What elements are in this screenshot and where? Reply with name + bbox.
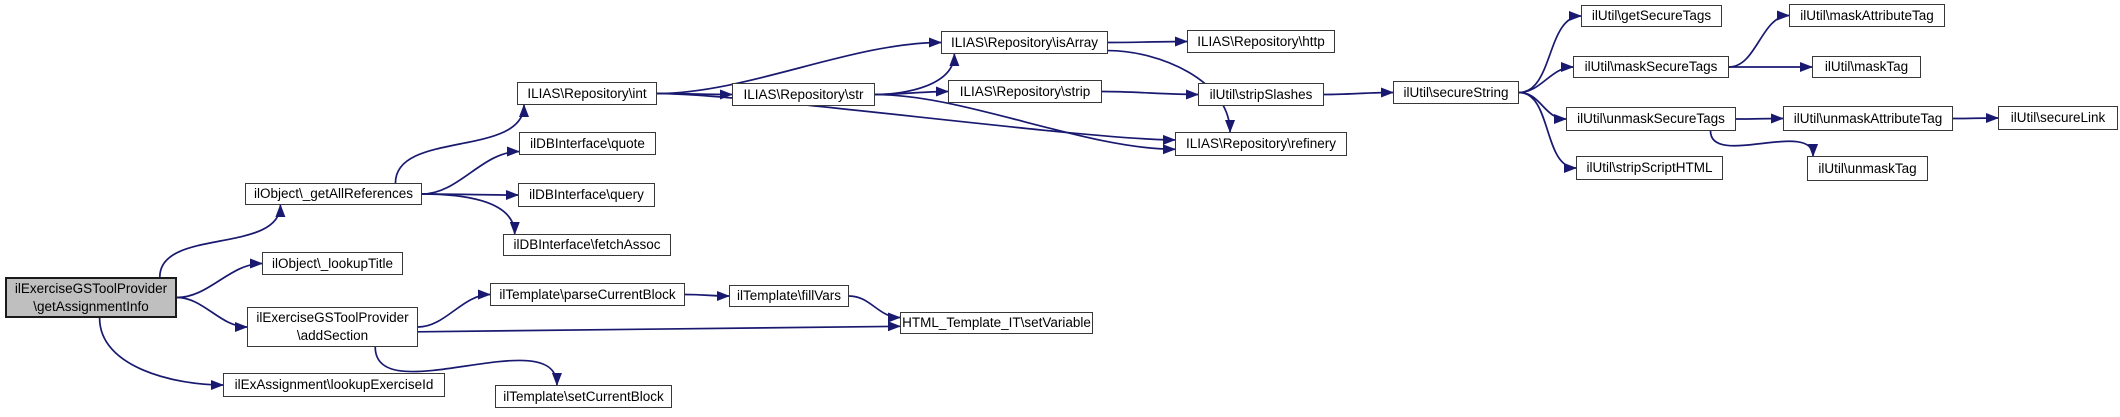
edge-secureString-maskSecureTags [1518,62,1574,94]
graph-node-label: ilUtil\maskAttributeTag [1800,7,1934,23]
graph-node-label: ilUtil\secureLink [2010,110,2106,126]
graph-node-label: ilDBInterface\fetchAssoc [513,237,661,253]
edge-addSection-setCurrentBlock [374,346,562,386]
graph-node-unmaskTag[interactable]: ilUtil\unmaskTag [1807,156,1928,181]
edge-isArray-http [1107,36,1188,47]
edge-getAssignmentInfo-lookupTitle [176,258,263,299]
graph-node-label: ilTemplate\parseCurrentBlock [499,286,676,302]
edge-secureString-stripScriptHTML [1518,91,1577,173]
graph-node-secureLink[interactable]: ilUtil\secureLink [1998,106,2118,130]
edge-int-refinery [656,92,1176,145]
graph-node-unmaskSecureTags[interactable]: ilUtil\unmaskSecureTags [1566,107,1736,131]
graph-node-maskAttributeTag[interactable]: ilUtil\maskAttributeTag [1789,4,1945,27]
graph-node-label: ilUtil\stripScriptHTML [1586,160,1713,176]
graph-node-label: ILIAS\Repository\strip [959,83,1091,99]
edge-secureString-getSecureTags [1518,11,1582,94]
graph-node-getAssignmentInfo: ilExerciseGSToolProvider \getAssignmentI… [5,277,177,318]
edge-fillVars-setVariable [848,295,901,323]
graph-node-label: ilExerciseGSToolProvider \getAssignmentI… [14,280,168,314]
graph-node-lookupExerciseId[interactable]: ilExAssignment\lookupExerciseId [223,373,445,397]
graph-node-label: ilUtil\unmaskAttributeTag [1793,110,1943,126]
graph-node-label: ilObject\_getAllReferences [253,186,414,202]
edge-getAssignmentInfo-lookupExerciseId [98,317,224,390]
graph-node-parseCurrentBlock[interactable]: ilTemplate\parseCurrentBlock [490,283,685,306]
edge-getAllReferences-quote [421,146,520,195]
graph-node-getAllReferences[interactable]: ilObject\_getAllReferences [245,183,422,205]
graph-node-label: ILIAS\Repository\str [743,86,864,102]
graph-node-label: ilDBInterface\quote [530,135,645,151]
edge-str-isArray [874,53,960,96]
graph-node-label: ilUtil\maskSecureTags [1584,59,1718,75]
edge-strip-stripSlashes [1101,89,1199,100]
graph-node-setVariable[interactable]: HTML_Template_IT\setVariable [900,312,1093,334]
graph-node-refinery[interactable]: ILIAS\Repository\refinery [1175,132,1347,156]
edge-stripSlashes-secureString [1323,87,1394,98]
graph-node-maskSecureTags[interactable]: ilUtil\maskSecureTags [1573,56,1729,78]
graph-node-http[interactable]: ILIAS\Repository\http [1187,30,1335,53]
graph-node-label: ilExerciseGSToolProvider \addSection [256,310,409,343]
graph-node-strip[interactable]: ILIAS\Repository\strip [948,80,1102,103]
graph-node-fillVars[interactable]: ilTemplate\fillVars [729,285,849,307]
graph-node-label: ilUtil\getSecureTags [1591,8,1712,24]
graph-node-label: ilUtil\stripSlashes [1209,86,1313,102]
graph-node-stripSlashes[interactable]: ilUtil\stripSlashes [1198,83,1324,106]
edge-str-refinery [874,93,1176,155]
edge-addSection-setVariable [417,321,901,333]
graph-node-label: ilTemplate\fillVars [736,288,842,304]
graph-node-quote[interactable]: ilDBInterface\quote [519,132,656,155]
edge-getAssignmentInfo-addSection [176,296,248,332]
graph-node-isArray[interactable]: ILIAS\Repository\isArray [941,31,1108,54]
edge-getAllReferences-int [394,104,529,184]
graph-node-secureString[interactable]: ilUtil\secureString [1393,81,1519,104]
graph-node-label: ilExAssignment\lookupExerciseId [234,377,434,393]
graph-node-label: ILIAS\Repository\http [1197,33,1325,49]
edge-maskSecureTags-maskAttributeTag [1728,10,1790,68]
graph-node-label: ilDBInterface\query [529,187,644,203]
graph-node-setCurrentBlock[interactable]: ilTemplate\setCurrentBlock [495,385,672,408]
graph-node-label: ilUtil\maskTag [1824,59,1909,75]
edge-getAllReferences-fetchAssoc [421,193,520,235]
graph-node-lookupTitle[interactable]: ilObject\_lookupTitle [262,252,403,275]
graph-node-label: HTML_Template_IT\setVariable [902,315,1091,331]
graph-node-str[interactable]: ILIAS\Repository\str [732,83,875,106]
graph-node-maskTag[interactable]: ilUtil\maskTag [1812,56,1921,78]
graph-node-label: ilObject\_lookupTitle [271,255,394,271]
edge-isArray-refinery [1107,49,1236,133]
graph-node-label: ilUtil\unmaskSecureTags [1577,111,1725,127]
graph-node-fetchAssoc[interactable]: ilDBInterface\fetchAssoc [503,234,671,256]
graph-node-stripScriptHTML[interactable]: ilUtil\stripScriptHTML [1576,156,1723,180]
edge-getAssignmentInfo-getAllReferences [158,204,286,278]
graph-node-addSection[interactable]: ilExerciseGSToolProvider \addSection [247,307,418,347]
edge-int-isArray [656,37,942,95]
graph-node-int[interactable]: ILIAS\Repository\int [517,82,657,105]
edge-unmaskAttributeTag-secureLink [1952,113,1999,124]
edge-unmaskSecureTags-unmaskAttributeTag [1735,113,1784,124]
graph-node-unmaskAttributeTag[interactable]: ilUtil\unmaskAttributeTag [1783,106,1953,131]
edge-addSection-parseCurrentBlock [417,289,491,328]
graph-node-query[interactable]: ilDBInterface\query [518,183,655,207]
graph-node-label: ILIAS\Repository\refinery [1185,136,1337,152]
graph-node-getSecureTags[interactable]: ilUtil\getSecureTags [1581,5,1722,27]
edge-parseCurrentBlock-fillVars [684,290,730,301]
edge-unmaskSecureTags-unmaskTag [1709,130,1819,157]
graph-node-label: ILIAS\Repository\int [527,85,647,101]
graph-node-label: ILIAS\Repository\isArray [950,34,1099,50]
graph-node-label: ilUtil\unmaskTag [1818,160,1917,176]
graph-node-label: ilUtil\secureString [1403,84,1509,100]
graph-node-label: ilTemplate\setCurrentBlock [503,388,664,404]
